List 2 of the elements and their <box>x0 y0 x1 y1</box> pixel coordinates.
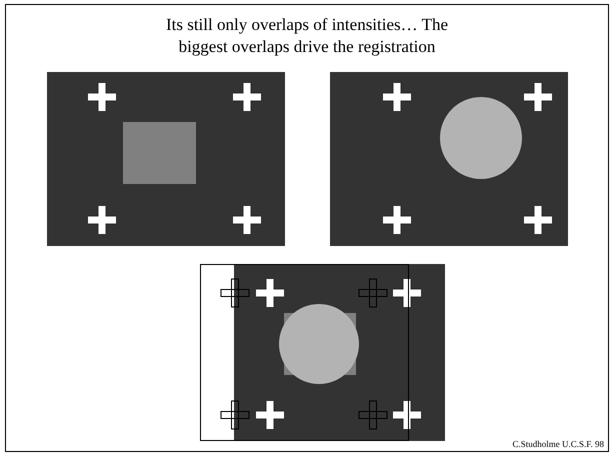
slide-title: Its still only overlaps of intensities… The biggest overlaps drive the registration <box>164 14 450 58</box>
footer-note: C.Studholme U.C.S.F. 98 <box>512 439 604 449</box>
